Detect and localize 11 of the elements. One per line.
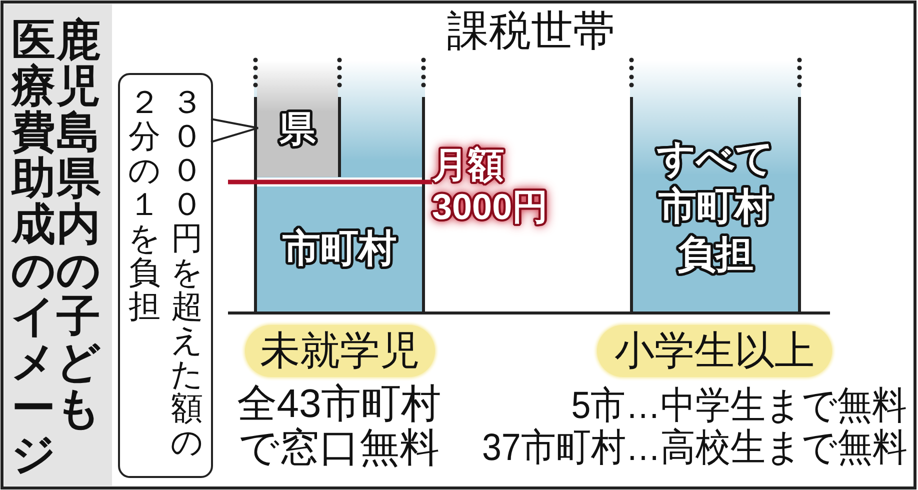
note-text: 全43市町村で窓口無料 <box>236 382 442 470</box>
heading: 課税世帯 <box>447 8 615 54</box>
bar <box>254 60 425 313</box>
category-pill: 未就学児 <box>245 325 435 377</box>
callout-bubble: ３０００円を超えた額の２分の１を負担 <box>118 73 213 478</box>
note-text: 5市…中学生まで無料 <box>571 384 907 428</box>
vertical-title: 鹿児島県内の子ども医療費助成のイメージ <box>4 4 112 486</box>
callout-pointer <box>210 118 259 143</box>
note-text: 37市町村…高校生まで無料 <box>482 426 907 470</box>
bar: すべて市町村負担 <box>630 60 801 313</box>
category-pill: 小学生以上 <box>597 325 832 377</box>
